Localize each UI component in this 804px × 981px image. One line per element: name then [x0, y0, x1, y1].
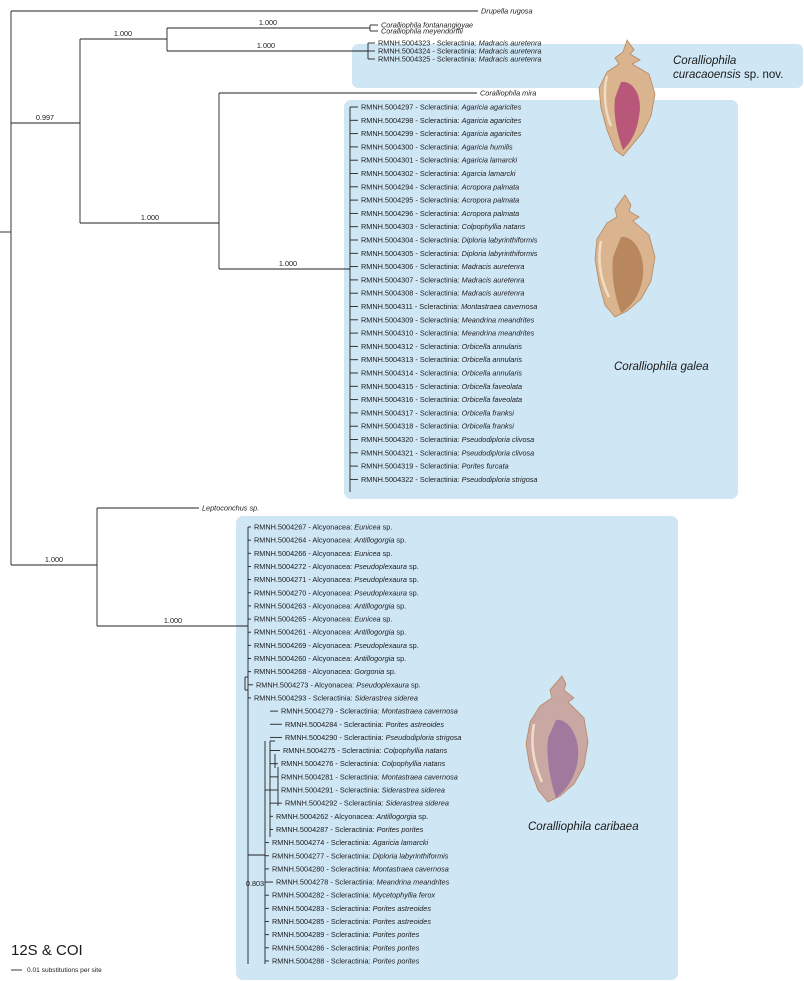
specimen-label: RMNH.5004267 - Alcyonacea: Eunicea sp.: [254, 523, 392, 532]
support-value: 1.000: [114, 29, 132, 38]
figure-title: 12S & COI: [11, 942, 83, 959]
support-value: 1.000: [164, 616, 182, 625]
specimen-label: RMNH.5004325 - Scleractinia: Madracis au…: [378, 55, 541, 64]
specimen-label: RMNH.5004288 - Scleractinia: Porites por…: [272, 956, 420, 965]
support-value: 1.000: [45, 555, 63, 564]
specimen-label: RMNH.5004299 - Scleractinia: Agaricia ag…: [361, 129, 522, 138]
specimen-label: RMNH.5004287 - Scleractinia: Porites por…: [276, 825, 424, 834]
specimen-label: RMNH.5004293 - Scleractinia: Siderastrea…: [254, 693, 418, 702]
support-value: 1.000: [257, 41, 275, 50]
specimen-label: RMNH.5004312 - Scleractinia: Orbicella a…: [361, 342, 522, 351]
support-value: 1.000: [279, 259, 297, 268]
clade-label-galea: Coralliophila galea: [614, 361, 709, 373]
specimen-label: RMNH.5004286 - Scleractinia: Porites por…: [272, 943, 420, 952]
specimen-label: RMNH.5004271 - Alcyonacea: Pseudoplexaur…: [254, 575, 419, 584]
specimen-label: RMNH.5004283 - Scleractinia: Porites ast…: [272, 904, 431, 913]
specimen-label: RMNH.5004289 - Scleractinia: Porites por…: [272, 930, 420, 939]
support-value: 0.997: [36, 113, 54, 122]
clade-label-curacaoensis: Coralliophila: [673, 55, 736, 67]
clade-label-curacaoensis-line2: curacaoensis sp. nov.: [673, 69, 783, 81]
specimen-label: RMNH.5004279 - Scleractinia: Montastraea…: [281, 707, 458, 716]
specimen-label: RMNH.5004282 - Scleractinia: Mycetophyll…: [272, 891, 435, 900]
specimen-label: RMNH.5004273 - Alcyonacea: Pseudoplexaur…: [256, 680, 421, 689]
specimen-label: RMNH.5004284 - Scleractinia: Porites ast…: [285, 720, 444, 729]
specimen-label: RMNH.5004292 - Scleractinia: Siderastrea…: [285, 799, 449, 808]
support-value: 0.803: [246, 879, 264, 888]
specimen-label: RMNH.5004298 - Scleractinia: Agaricia ag…: [361, 116, 522, 125]
specimen-label: RMNH.5004304 - Scleractinia: Diploria la…: [361, 236, 538, 245]
specimen-label: RMNH.5004280 - Scleractinia: Montastraea…: [272, 864, 449, 873]
specimen-label: RMNH.5004277 - Scleractinia: Diploria la…: [272, 851, 449, 860]
specimen-label: RMNH.5004316 - Scleractinia: Orbicella f…: [361, 395, 522, 404]
specimen-label: RMNH.5004261 - Alcyonacea: Antillogorgia…: [254, 628, 406, 637]
specimen-label: RMNH.5004321 - Scleractinia: Pseudodiplo…: [361, 448, 534, 457]
specimen-label: RMNH.5004270 - Alcyonacea: Pseudoplexaur…: [254, 588, 419, 597]
specimen-label: RMNH.5004295 - Scleractinia: Acropora pa…: [361, 196, 519, 205]
scale-label: 0.01 substitutions per site: [27, 967, 102, 974]
specimen-label: RMNH.5004266 - Alcyonacea: Eunicea sp.: [254, 549, 392, 558]
support-value: 1.000: [141, 213, 159, 222]
specimen-label: RMNH.5004320 - Scleractinia: Pseudodiplo…: [361, 435, 534, 444]
specimen-label: RMNH.5004274 - Scleractinia: Agaricia la…: [272, 838, 429, 847]
specimen-label: RMNH.5004317 - Scleractinia: Orbicella f…: [361, 408, 514, 417]
specimen-label: RMNH.5004278 - Scleractinia: Meandrina m…: [276, 878, 450, 887]
specimen-label: RMNH.5004307 - Scleractinia: Madracis au…: [361, 275, 524, 284]
specimen-label: RMNH.5004319 - Scleractinia: Porites fur…: [361, 462, 509, 471]
tip-label: Coralliophila mira: [480, 89, 536, 98]
specimen-label: RMNH.5004272 - Alcyonacea: Pseudoplexaur…: [254, 562, 419, 571]
specimen-label: RMNH.5004311 - Scleractinia: Montastraea…: [361, 302, 537, 311]
tip-label: Coralliophila meyendorffii: [381, 27, 463, 36]
specimen-label: RMNH.5004290 - Scleractinia: Pseudodiplo…: [285, 733, 461, 742]
support-value: 1.000: [259, 18, 277, 27]
specimen-label: RMNH.5004309 - Scleractinia: Meandrina m…: [361, 315, 535, 324]
specimen-label: RMNH.5004294 - Scleractinia: Acropora pa…: [361, 182, 519, 191]
specimen-label: RMNH.5004268 - Alcyonacea: Gorgonia sp.: [254, 667, 396, 676]
tip-label: Leptoconchus sp.: [202, 504, 259, 513]
specimen-label: RMNH.5004322 - Scleractinia: Pseudodiplo…: [361, 475, 537, 484]
specimen-label: RMNH.5004303 - Scleractinia: Colpophylli…: [361, 222, 526, 231]
specimen-label: RMNH.5004313 - Scleractinia: Orbicella a…: [361, 355, 522, 364]
specimen-label: RMNH.5004291 - Scleractinia: Siderastrea…: [281, 786, 445, 795]
specimen-label: RMNH.5004276 - Scleractinia: Colpophylli…: [281, 759, 446, 768]
specimen-label: RMNH.5004264 - Alcyonacea: Antillogorgia…: [254, 536, 406, 545]
specimen-label: RMNH.5004318 - Scleractinia: Orbicella f…: [361, 422, 514, 431]
specimen-label: RMNH.5004308 - Scleractinia: Madracis au…: [361, 289, 524, 298]
specimen-label: RMNH.5004310 - Scleractinia: Meandrina m…: [361, 329, 535, 338]
specimen-label: RMNH.5004315 - Scleractinia: Orbicella f…: [361, 382, 522, 391]
specimen-label: RMNH.5004297 - Scleractinia: Agaricia ag…: [361, 103, 522, 112]
specimen-label: RMNH.5004260 - Alcyonacea: Antillogorgia…: [254, 654, 406, 663]
specimen-label: RMNH.5004275 - Scleractinia: Colpophylli…: [283, 746, 448, 755]
specimen-label: RMNH.5004263 - Alcyonacea: Antillogorgia…: [254, 601, 406, 610]
specimen-label: RMNH.5004281 - Scleractinia: Montastraea…: [281, 772, 458, 781]
specimen-label: RMNH.5004269 - Alcyonacea: Pseudoplexaur…: [254, 641, 419, 650]
specimen-label: RMNH.5004306 - Scleractinia: Madracis au…: [361, 262, 524, 271]
specimen-label: RMNH.5004265 - Alcyonacea: Eunicea sp.: [254, 615, 392, 624]
specimen-label: RMNH.5004301 - Scleractinia: Agaricia la…: [361, 156, 518, 165]
specimen-label: RMNH.5004305 - Scleractinia: Diploria la…: [361, 249, 538, 258]
tip-label: Drupella rugosa: [481, 7, 533, 16]
specimen-label: RMNH.5004262 - Alcyonacea: Antillogorgia…: [276, 812, 428, 821]
specimen-label: RMNH.5004296 - Scleractinia: Acropora pa…: [361, 209, 519, 218]
specimen-label: RMNH.5004285 - Scleractinia: Porites ast…: [272, 917, 431, 926]
specimen-label: RMNH.5004302 - Scleractinia: Agarcia lam…: [361, 169, 516, 178]
specimen-label: RMNH.5004314 - Scleractinia: Orbicella a…: [361, 369, 522, 378]
specimen-label: RMNH.5004300 - Scleractinia: Agaricia hu…: [361, 142, 513, 151]
clade-label-caribaea: Coralliophila caribaea: [528, 821, 639, 833]
